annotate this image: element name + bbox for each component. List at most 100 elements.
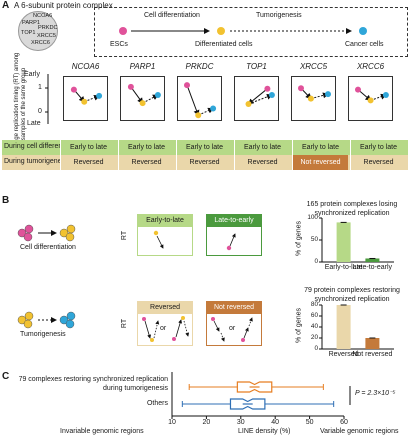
- gene-rt-plot: [234, 76, 279, 121]
- complex-protein-label: PARP1: [22, 20, 40, 26]
- early-to-late-label: Early-to-late: [137, 214, 193, 227]
- x-tick-label: 10: [168, 419, 176, 426]
- or-text: or: [160, 325, 167, 332]
- y-tick-label: 20: [310, 334, 318, 341]
- gene-name: PRKDC: [185, 62, 214, 71]
- rt-tick-label: 0: [38, 108, 42, 115]
- rt-point: [96, 92, 103, 99]
- rt-point: [195, 112, 202, 119]
- bar: [365, 338, 380, 349]
- chart1-title: 165 protein complexes losing synchronize…: [306, 201, 398, 217]
- protein-complex-circle: [18, 11, 58, 51]
- rt-point: [382, 92, 389, 98]
- x-tick-label: 30: [236, 419, 245, 426]
- rt-late-label: Late: [27, 120, 41, 127]
- complex-protein-label: TOP1: [21, 30, 36, 36]
- gene-name: XRCC6: [356, 62, 385, 71]
- boxplot-xlabel: LINE density (%): [238, 428, 291, 435]
- gene-name: XRCC5: [299, 62, 328, 71]
- rt-point: [245, 101, 252, 107]
- y-tick-label: 80: [310, 301, 318, 308]
- category-label: Late-to-early: [352, 264, 393, 271]
- panel-a-caption: A 6-subunit protein complex: [14, 1, 113, 10]
- or-text: or: [229, 325, 236, 332]
- gene-name: NCOA6: [71, 62, 100, 71]
- gene-rt-plot: [177, 76, 222, 121]
- rt-point: [264, 85, 271, 92]
- y-tick-label: 0: [314, 258, 318, 265]
- complex-protein-label: XRCC6: [31, 40, 50, 46]
- complex-protein-label: XRCC5: [37, 33, 56, 39]
- rt-early-label: Early: [24, 71, 40, 78]
- cell-type-differentiated: Differentiated cells: [195, 41, 253, 48]
- rt-point: [355, 86, 361, 93]
- gene-rt-plot: [120, 76, 165, 121]
- cancer-dot: [359, 27, 367, 35]
- differentiation-cell: Early to late: [350, 140, 406, 155]
- rt-point: [210, 105, 217, 112]
- late-to-early-label: Late-to-early: [206, 214, 262, 227]
- rt-point: [81, 98, 88, 105]
- cell-flow-box: [94, 7, 408, 57]
- rt-point: [307, 95, 314, 102]
- tumorigenesis-cell: Reversed: [176, 155, 232, 170]
- rt-point: [298, 85, 304, 92]
- x-tick-label: 20: [202, 419, 211, 426]
- rt-point: [367, 97, 374, 104]
- gene-name: PARP1: [129, 62, 156, 71]
- category-label: Not reversed: [352, 351, 393, 358]
- gene-rt-plot: [63, 76, 108, 121]
- boxplot-row2-label: Others: [146, 400, 168, 407]
- complex-protein-label: PRKDC: [38, 25, 58, 31]
- cell-type-cancer: Cancer cells: [345, 41, 384, 48]
- differentiation-cell: Early to late: [292, 140, 348, 155]
- rt-point: [154, 92, 161, 98]
- y-tick-label: 0: [314, 345, 318, 352]
- y-tick-label: 100: [307, 214, 318, 221]
- tumorigenesis-cell: Reversed: [118, 155, 174, 170]
- category-label: Reversed: [328, 351, 359, 358]
- x-tick-label: 40: [271, 419, 280, 426]
- rt-point: [127, 83, 134, 90]
- category-label: Early-to-late: [324, 264, 363, 271]
- x-tick-label: 50: [305, 419, 314, 426]
- y-tick-label: 60: [310, 312, 318, 319]
- chart2-title: 79 protein complexes restoring synchroni…: [304, 287, 400, 303]
- y-tick-label: 50: [310, 236, 318, 243]
- panel-b-letter: B: [2, 195, 10, 206]
- box: [181, 398, 335, 410]
- rt-tick-label: 1: [38, 84, 42, 91]
- differentiation-cell: Early to late: [60, 140, 116, 155]
- bar: [336, 222, 351, 262]
- panel-c-letter: C: [2, 371, 10, 382]
- gene-name: TOP1: [246, 62, 267, 71]
- right-note: Variable genomic regions: [320, 428, 399, 435]
- differentiated-dot: [217, 27, 225, 35]
- bar: [365, 258, 380, 262]
- tumorigenesis-cell: Reversed: [350, 155, 406, 170]
- rt-point: [325, 91, 331, 98]
- differentiation-cell: Early to late: [234, 140, 290, 155]
- left-note: Invariable genomic regions: [60, 428, 144, 435]
- panel-a-letter: A: [2, 0, 10, 11]
- box: [188, 381, 324, 393]
- rt-point: [70, 86, 77, 93]
- gene-rt-plot: [348, 76, 393, 121]
- rt-point: [184, 82, 190, 89]
- tumorigenesis-cell: Reversed: [234, 155, 290, 170]
- tumorigenesis-cell: Reversed: [60, 155, 116, 170]
- x-tick-label: 60: [340, 419, 348, 426]
- flow-step-differentiation: Cell differentiation: [144, 12, 200, 19]
- gene-rt-plot: [291, 76, 336, 121]
- complex-protein-label: NCOA6: [33, 13, 53, 19]
- cell-type-esc: ESCs: [110, 41, 128, 48]
- row-label-differentiation: During cell differentiation: [4, 143, 81, 150]
- esc-dot: [119, 27, 127, 35]
- differentiation-cell: Early to late: [176, 140, 232, 155]
- not-reversed-label: Not reversed: [206, 301, 262, 314]
- reversed-label: Reversed: [137, 301, 193, 314]
- boxplot-row1-label: 79 complexes restoring synchronized repl…: [18, 376, 168, 392]
- diff-label: Cell differentiation: [20, 244, 76, 251]
